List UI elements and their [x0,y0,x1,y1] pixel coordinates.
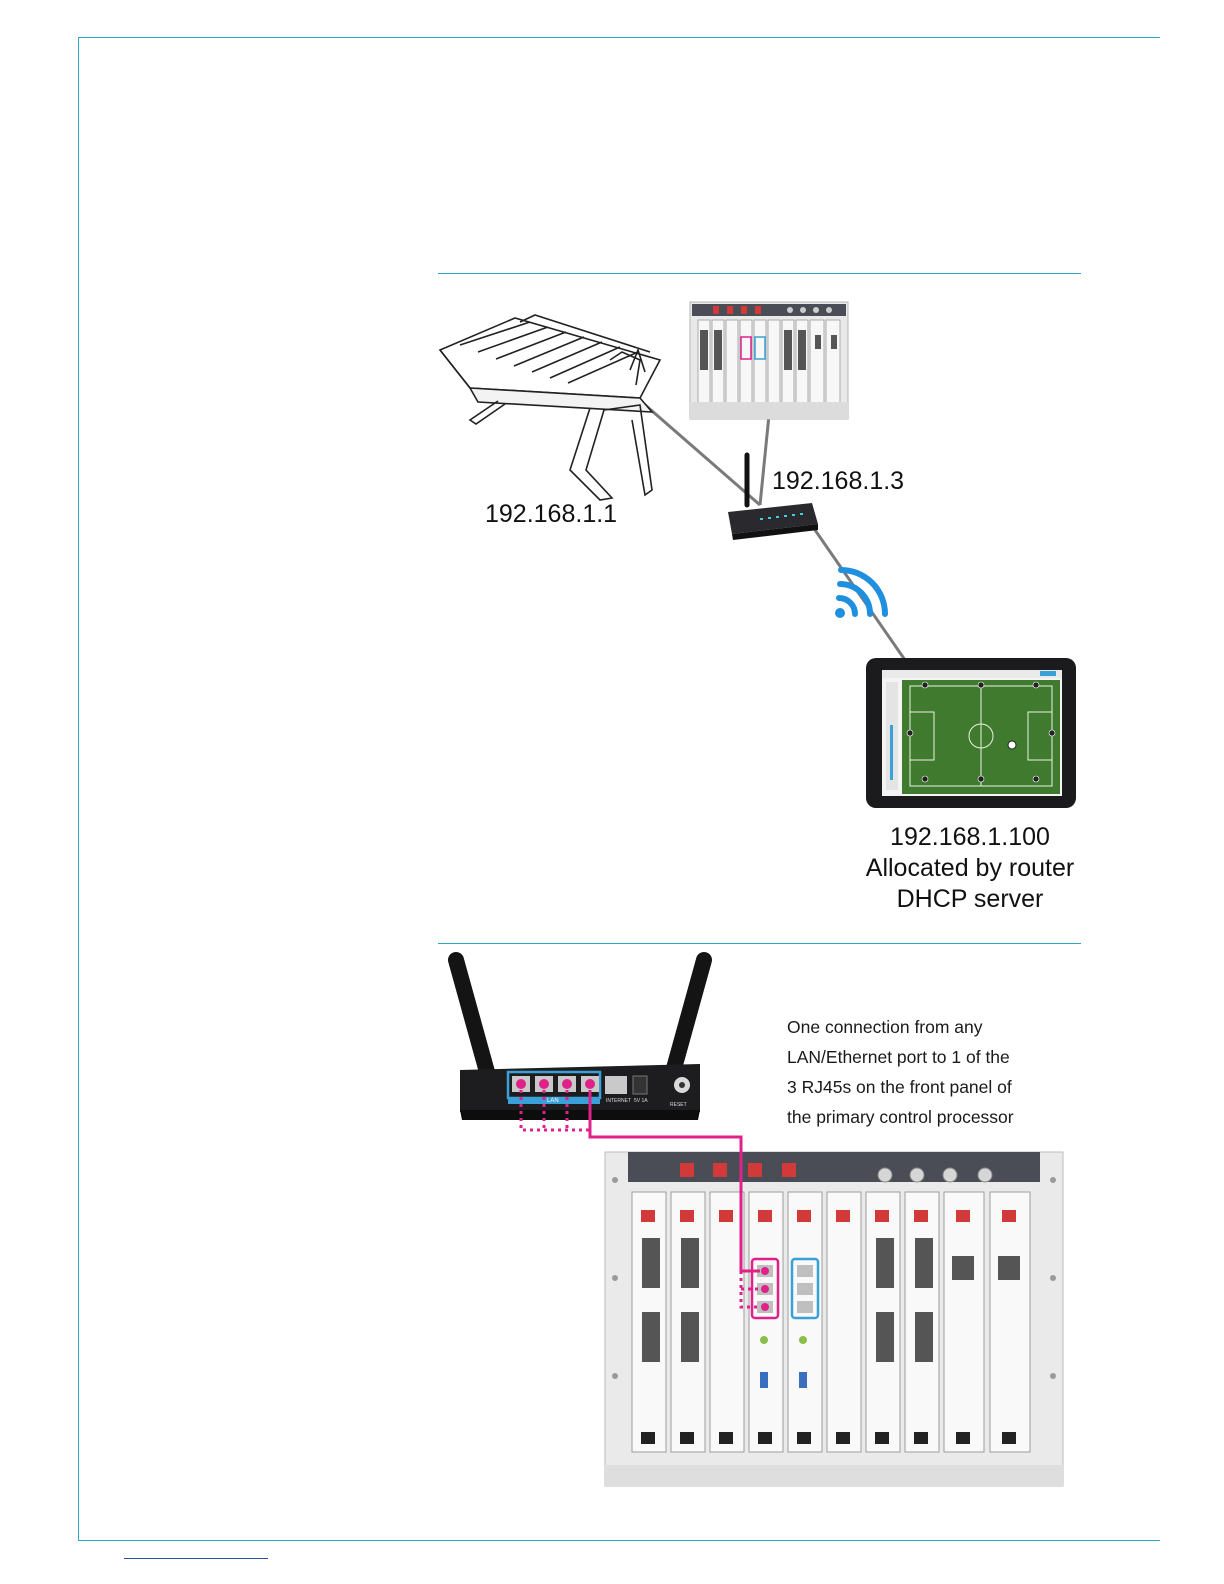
router-rear-panel: LAN INTERNET 5V 1A RESET [456,960,704,1120]
rack-processor-large [605,1152,1063,1486]
caption-line-3: 3 RJ45s on the front panel of [787,1072,1077,1102]
router-port-power-label: 5V 1A [634,1098,648,1104]
caption-line-2: LAN/Ethernet port to 1 of the [787,1042,1077,1072]
router-port-internet-label: INTERNET [606,1098,631,1104]
router-port-lan-label: LAN [547,1098,559,1104]
connection-caption: One connection from any LAN/Ethernet por… [787,1012,1077,1132]
router-port-reset-label: RESET [670,1102,687,1108]
caption-line-4: the primary control processor [787,1102,1077,1132]
caption-line-1: One connection from any [787,1012,1077,1042]
